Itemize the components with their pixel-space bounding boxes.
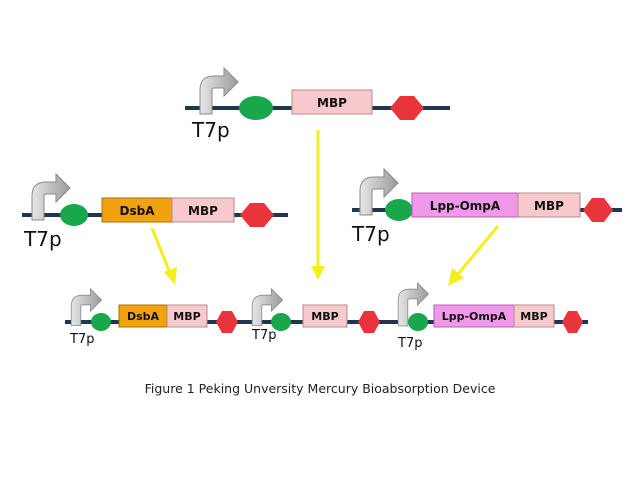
promoter-label: T7p [69, 332, 94, 347]
assembly-arrows [150, 130, 500, 286]
gene-label-dsba: DsbA [120, 204, 156, 218]
gene-label-mbp: MBP [311, 310, 338, 323]
rbs-oval [60, 204, 88, 226]
terminator-hexagon [358, 311, 380, 333]
promoter-arrow-icon [199, 66, 239, 115]
gene-box-mbp [517, 192, 581, 218]
gene-label-lpp-ompa: Lpp-OmpA [430, 199, 501, 213]
gene-label-dsba: DsbA [127, 310, 160, 323]
gene-box-mbp [291, 89, 373, 115]
figure-caption: Figure 1 Peking Unversity Mercury Bioabs… [145, 381, 496, 396]
rbs-oval [385, 199, 413, 221]
arrow-icon [448, 225, 500, 286]
rbs-oval [408, 313, 428, 331]
terminator-hexagon [216, 311, 238, 333]
construct-top: MBP T7p [185, 66, 450, 142]
gene-label-mbp: MBP [173, 310, 200, 323]
arrow-icon [311, 130, 325, 280]
gene-box-mbp [302, 304, 348, 328]
promoter-label: T7p [351, 222, 390, 246]
gene-label-lpp-ompa: Lpp-OmpA [442, 310, 507, 323]
gene-box-mbp [171, 197, 235, 223]
arrow-icon [150, 227, 177, 285]
promoter-arrow-icon [251, 287, 284, 327]
promoter-arrow-icon [397, 281, 430, 327]
terminator-hexagon [240, 203, 274, 227]
promoter-arrow-icon [31, 172, 71, 221]
gene-box-lpp-ompa [411, 192, 519, 218]
terminator-hexagon [562, 311, 583, 333]
promoter-label: T7p [191, 118, 230, 142]
promoter-arrow-icon [359, 167, 399, 216]
promoter-label: T7p [251, 328, 276, 343]
terminator-hexagon [583, 198, 613, 222]
bottom-unit-2: MBP T7p [251, 287, 380, 343]
construct-right: Lpp-OmpA MBP T7p [351, 167, 622, 246]
promoter-label: T7p [397, 336, 422, 351]
gene-label-mbp: MBP [317, 96, 347, 110]
promoter-label: T7p [23, 227, 62, 251]
gene-box-mbp [166, 304, 208, 328]
terminator-hexagon [390, 96, 424, 120]
rbs-oval [239, 96, 273, 120]
rbs-oval [271, 313, 291, 331]
gene-box-dsba [101, 197, 173, 223]
construct-bottom: DsbA MBP T7p MBP T7p Lpp-OmpA [65, 281, 588, 351]
bottom-unit-3: Lpp-OmpA MBP T7p [397, 281, 583, 351]
rbs-oval [91, 313, 111, 331]
gene-label-mbp: MBP [520, 310, 547, 323]
bottom-unit-1: DsbA MBP T7p [69, 287, 238, 347]
gene-label-mbp: MBP [188, 204, 218, 218]
gene-box-mbp [513, 304, 555, 328]
promoter-arrow-icon [70, 287, 103, 327]
gene-label-mbp: MBP [534, 199, 564, 213]
construct-left: DsbA MBP T7p [22, 172, 288, 251]
